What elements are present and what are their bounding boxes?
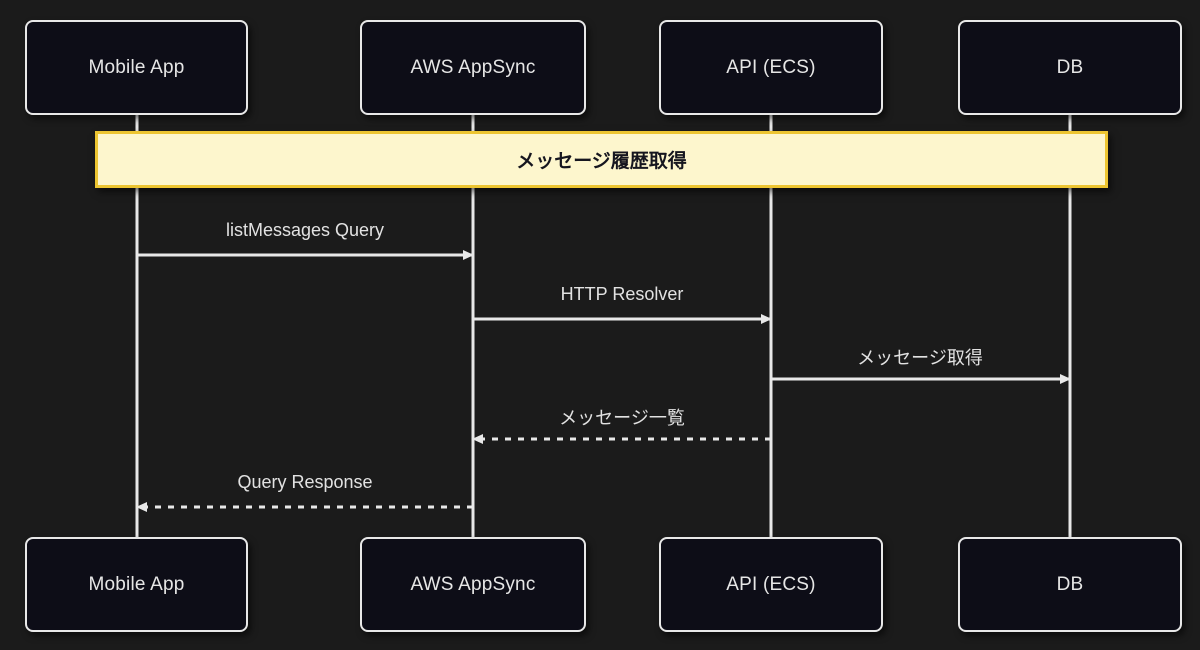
message-label-listmessages-query: listMessages Query: [225, 220, 385, 240]
message-label-query-response: Query Response: [237, 472, 373, 492]
note-banner-label: メッセージ履歴取得: [516, 151, 687, 172]
actor-label-bottom-api-ecs: API (ECS): [726, 573, 816, 595]
actor-label-db: DB: [1056, 56, 1084, 78]
message-label-message-list: メッセージ一覧: [559, 408, 685, 428]
actor-label-bottom-db: DB: [1056, 573, 1084, 595]
actor-box-bottom-db[interactable]: DB: [958, 537, 1182, 632]
actor-label-bottom-aws-appsync: AWS AppSync: [410, 573, 536, 595]
message-arrows-group: [136, 250, 1071, 512]
actor-label-mobile-app: Mobile App: [88, 56, 185, 78]
actor-box-bottom-mobile-app[interactable]: Mobile App: [25, 537, 248, 632]
actor-label-api-ecs: API (ECS): [726, 56, 816, 78]
actor-label-bottom-mobile-app: Mobile App: [88, 573, 185, 595]
message-label-http-resolver: HTTP Resolver: [560, 284, 684, 304]
actor-box-top-mobile-app[interactable]: Mobile App: [25, 20, 248, 115]
actor-label-aws-appsync: AWS AppSync: [410, 56, 536, 78]
actor-box-bottom-aws-appsync[interactable]: AWS AppSync: [360, 537, 586, 632]
actor-box-top-db[interactable]: DB: [958, 20, 1182, 115]
actor-box-bottom-api-ecs[interactable]: API (ECS): [659, 537, 883, 632]
actor-box-top-api-ecs[interactable]: API (ECS): [659, 20, 883, 115]
actor-box-top-aws-appsync[interactable]: AWS AppSync: [360, 20, 586, 115]
note-banner-message-history[interactable]: メッセージ履歴取得: [95, 131, 1108, 188]
message-label-get-message: メッセージ取得: [857, 348, 983, 368]
